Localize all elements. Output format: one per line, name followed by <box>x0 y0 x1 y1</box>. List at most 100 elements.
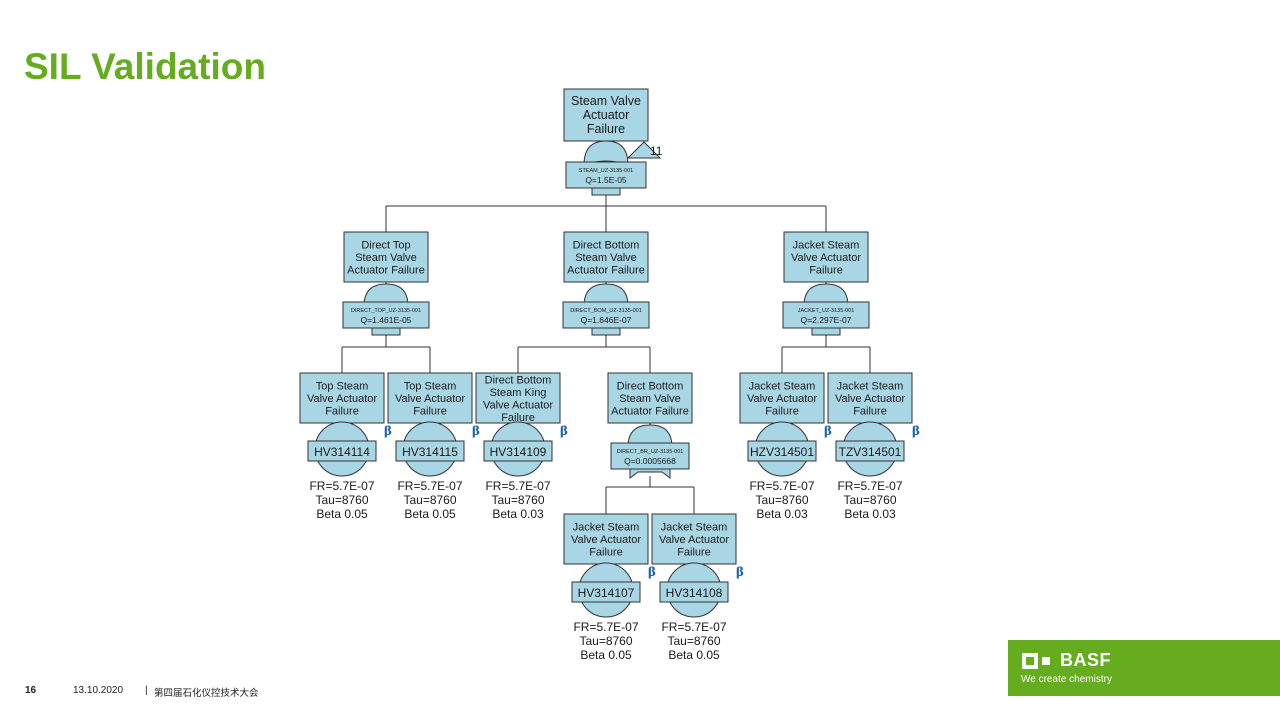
footer-date: 13.10.2020 <box>73 685 124 696</box>
event-hv314115-box <box>387 372 473 424</box>
event-hv314108-label-line: Failure <box>677 547 711 559</box>
event-hv314109-beta-value: Beta 0.03 <box>492 507 544 521</box>
event-hv314109-label-line: Failure <box>501 412 535 424</box>
event-hv314109-tag: HV314109 <box>490 445 547 459</box>
event-hv314108-beta-icon: β <box>736 565 744 579</box>
event-hv314107-tag-box <box>571 581 641 603</box>
event-tzv314501-beta-value: Beta 0.03 <box>844 507 896 521</box>
event-hv314108-fr: FR=5.7E-07 <box>661 620 726 634</box>
event-hv314107-tau: Tau=8760 <box>579 634 632 648</box>
transfer-triangle-icon <box>626 141 662 159</box>
gate-direct-top-id-box <box>342 301 430 329</box>
gate-direct-br-label-line: Direct Bottom <box>617 381 684 393</box>
event-hv314108-beta-value: Beta 0.05 <box>668 648 720 662</box>
top-event-label-line: Failure <box>587 122 625 136</box>
event-hv314109-label-line: Steam King <box>490 387 547 399</box>
event-hv314108-label-line: Jacket Steam <box>661 522 728 534</box>
gate-jacket-label-line: Jacket Steam <box>793 240 860 252</box>
gate-direct-top-label-line: Actuator Failure <box>347 265 425 277</box>
event-hzv314501-tau: Tau=8760 <box>755 493 808 507</box>
event-hv314107-tag: HV314107 <box>578 586 635 600</box>
gate-direct-br-label-line: Steam Valve <box>619 393 681 405</box>
event-hv314115-label-line: Failure <box>413 406 447 418</box>
gate-direct-br-label-line: Actuator Failure <box>611 406 689 418</box>
event-hv314114-tau: Tau=8760 <box>315 493 368 507</box>
event-hv314109-box <box>475 372 561 424</box>
gate-direct-bottom-gate-q: Q=1.646E-07 <box>581 315 632 325</box>
event-tzv314501-beta-icon: β <box>912 424 920 438</box>
event-hv314109-tag-box <box>483 440 553 462</box>
event-hv314108-tag-box <box>659 581 729 603</box>
gate-jacket-label-line: Valve Actuator <box>791 252 861 264</box>
gate-direct-br-id-box <box>610 442 690 470</box>
gate-jacket-gate-id: JACKET_UZ-3135-001 <box>798 308 855 314</box>
gate-direct-top-gate-q: Q=1.461E-05 <box>361 315 412 325</box>
event-hv314115-beta-icon: β <box>472 424 480 438</box>
event-tzv314501-tag: TZV314501 <box>839 445 902 459</box>
event-hv314114-label-line: Failure <box>325 406 359 418</box>
gate-direct-bottom-box <box>563 231 649 283</box>
event-hv314115-tag-box <box>395 440 465 462</box>
top-event-label-line: Steam Valve <box>571 94 641 108</box>
top-event-or-gate <box>583 140 629 166</box>
event-hv314108-tag: HV314108 <box>666 586 723 600</box>
gate-direct-top-label-line: Steam Valve <box>355 252 417 264</box>
footer-separator: | <box>145 685 148 696</box>
event-hv314114-beta-icon: β <box>384 424 392 438</box>
event-hv314114-fr: FR=5.7E-07 <box>309 479 374 493</box>
event-hzv314501-label-line: Valve Actuator <box>747 393 817 405</box>
gate-direct-bottom-label-line: Actuator Failure <box>567 265 645 277</box>
event-hzv314501-tag: HZV314501 <box>750 445 814 459</box>
event-tzv314501-box <box>827 372 913 424</box>
page-number: 16 <box>25 685 37 696</box>
gate-direct-bottom-id-box <box>562 301 650 329</box>
event-hzv314501-label-line: Jacket Steam <box>749 381 816 393</box>
event-hzv314501-fr: FR=5.7E-07 <box>749 479 814 493</box>
event-hv314114-tag: HV314114 <box>314 445 370 459</box>
event-tzv314501-tag-box <box>835 440 905 462</box>
event-hv314109-beta-icon: β <box>560 424 568 438</box>
gate-direct-bottom-bottom-tab <box>591 327 621 336</box>
footer-event: 第四届石化仪控技术大会 <box>154 688 259 699</box>
event-hv314114-beta-value: Beta 0.05 <box>316 507 368 521</box>
event-hv314114-tag-box <box>307 440 377 462</box>
event-hv314109-fr: FR=5.7E-07 <box>485 479 550 493</box>
event-hv314115-tag: HV314115 <box>402 445 458 459</box>
basf-tagline: We create chemistry <box>1021 674 1112 685</box>
top-event-gate-id: STEAM_UZ-3135-001 <box>579 168 633 174</box>
gate-direct-bottom-label-line: Direct Bottom <box>573 240 640 252</box>
event-hv314115-beta-value: Beta 0.05 <box>404 507 456 521</box>
event-hv314107-beta-icon: β <box>648 565 656 579</box>
gate-jacket-gate-q: Q=2.297E-07 <box>801 315 852 325</box>
event-hv314115-label-line: Valve Actuator <box>395 393 465 405</box>
event-hv314109-label-line: Direct Bottom <box>485 374 552 386</box>
event-tzv314501-tau: Tau=8760 <box>843 493 896 507</box>
basf-mark-icon <box>1022 653 1050 669</box>
slide-title: SIL Validation <box>24 46 266 87</box>
gate-direct-bottom-label-line: Steam Valve <box>575 252 637 264</box>
event-hv314108-label-line: Valve Actuator <box>659 534 729 546</box>
gate-direct-br-gate-id: DIRECT_BR_UZ-3135-001 <box>617 449 684 455</box>
top-event-gate-q: Q=1.5E-05 <box>585 175 627 185</box>
top-event-box <box>563 88 649 142</box>
event-hzv314501-label-line: Failure <box>765 406 799 418</box>
event-tzv314501-label-line: Valve Actuator <box>835 393 905 405</box>
event-hv314107-beta-value: Beta 0.05 <box>580 648 632 662</box>
event-hv314107-box <box>563 513 649 565</box>
event-hzv314501-tag-box <box>747 440 817 462</box>
gate-direct-top-bottom-tab <box>371 327 401 336</box>
basf-wordmark: BASF <box>1060 650 1111 670</box>
top-event-bottom-tab <box>591 187 621 196</box>
gate-jacket-bottom-tab <box>811 327 841 336</box>
gate-direct-top-label-line: Direct Top <box>361 240 410 252</box>
event-hv314114-label-line: Valve Actuator <box>307 393 377 405</box>
event-tzv314501-fr: FR=5.7E-07 <box>837 479 902 493</box>
event-hv314114-box <box>299 372 385 424</box>
event-hv314115-fr: FR=5.7E-07 <box>397 479 462 493</box>
event-hv314109-tau: Tau=8760 <box>491 493 544 507</box>
event-hv314107-label-line: Failure <box>589 547 623 559</box>
event-tzv314501-label-line: Failure <box>853 406 887 418</box>
event-hv314108-box <box>651 513 737 565</box>
event-hv314109-label-line: Valve Actuator <box>483 399 553 411</box>
